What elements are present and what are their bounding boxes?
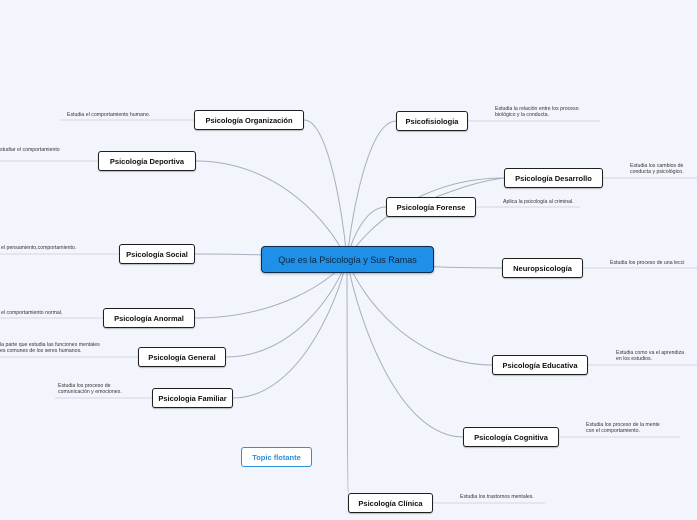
description-deportiva: studiar el comportamiento [0,147,60,153]
branch-general [225,259,348,358]
topic-label: Psicofisiologia [405,116,459,126]
description-forense: Aplica la psicología al criminal. [503,199,574,205]
central-topic[interactable]: Que es la Psicología y Sus Ramas [261,246,434,273]
topic-psicologia-cognitiva[interactable]: Psicología Cognitiva [463,427,559,447]
branch-familiar [232,259,348,399]
topic-label: Psicología Educativa [502,360,578,370]
description-familiar: Estudia los proceso de comunicación y em… [58,383,122,396]
topic-psicologia-clinica[interactable]: Psicología Clínica [348,493,433,513]
topic-label: Psicologia Familiar [158,393,227,403]
description-desarrollo: Estudia los cambios de conducta y psicol… [630,163,684,176]
branch-clinica [346,259,349,494]
topic-psicologia-anormal[interactable]: Psicología Anormal [103,308,195,328]
topic-label: Psicología Cognitiva [474,432,548,442]
topic-psicologia-forense[interactable]: Psicología Forense [386,197,476,217]
topic-label: Psicología Social [126,249,188,259]
description-educativa: Estudia como va el aprendiza en los estu… [616,350,685,363]
topic-label: Neuropsicología [513,263,572,273]
topic-psicologia-familiar[interactable]: Psicologia Familiar [152,388,233,408]
topic-psicofisiologia[interactable]: Psicofisiologia [396,111,468,131]
floating-topic-label: Topic flotante [252,452,301,462]
topic-psicologia-social[interactable]: Psicología Social [119,244,195,264]
description-organizacion: Estudia el comportamiento humano. [67,112,151,118]
description-psicofisiologia: Estudia la relación entre los proceso bi… [495,106,579,119]
description-neuropsicologia: Estudia los proceso de una lecci [610,260,685,266]
topic-psicologia-desarrollo[interactable]: Psicología Desarrollo [504,168,603,188]
topic-label: Psicología Deportiva [109,156,185,166]
topic-label: Psicología Organización [205,115,293,125]
topic-psicologia-educativa[interactable]: Psicología Educativa [492,355,588,375]
topic-neuropsicologia[interactable]: Neuropsicología [502,258,583,278]
description-general: la parte que estudia las funciones menta… [0,342,100,355]
topic-label: Psicología Clínica [358,498,423,508]
description-clinica: Estudia los trastornos mentales. [460,494,534,500]
description-anormal: el comportamiento normal. [1,310,63,316]
topic-psicologia-organizacion[interactable]: Psicología Organización [194,110,304,130]
floating-topic[interactable]: Topic flotante [241,447,312,467]
central-topic-label: Que es la Psicología y Sus Ramas [278,254,417,265]
topic-label: Psicología Desarrollo [515,173,592,183]
topic-psicologia-general[interactable]: Psicología General [138,347,226,367]
description-social: el pensamiento,comportamiento. [1,245,77,251]
topic-label: Psicología Forense [396,202,466,212]
branch-organizacion [303,119,348,261]
topic-label: Psicología General [148,352,216,362]
branch-forense-desarrollo [435,177,505,198]
topic-label: Psicología Anormal [114,313,184,323]
branch-psicofisiologia [346,120,397,261]
description-cognitiva: Estudia los proceso de la mente con el c… [586,422,660,435]
branch-educativa [346,259,493,366]
branch-cognitiva [346,259,464,438]
topic-psicologia-deportiva[interactable]: Psicología Deportiva [98,151,196,171]
